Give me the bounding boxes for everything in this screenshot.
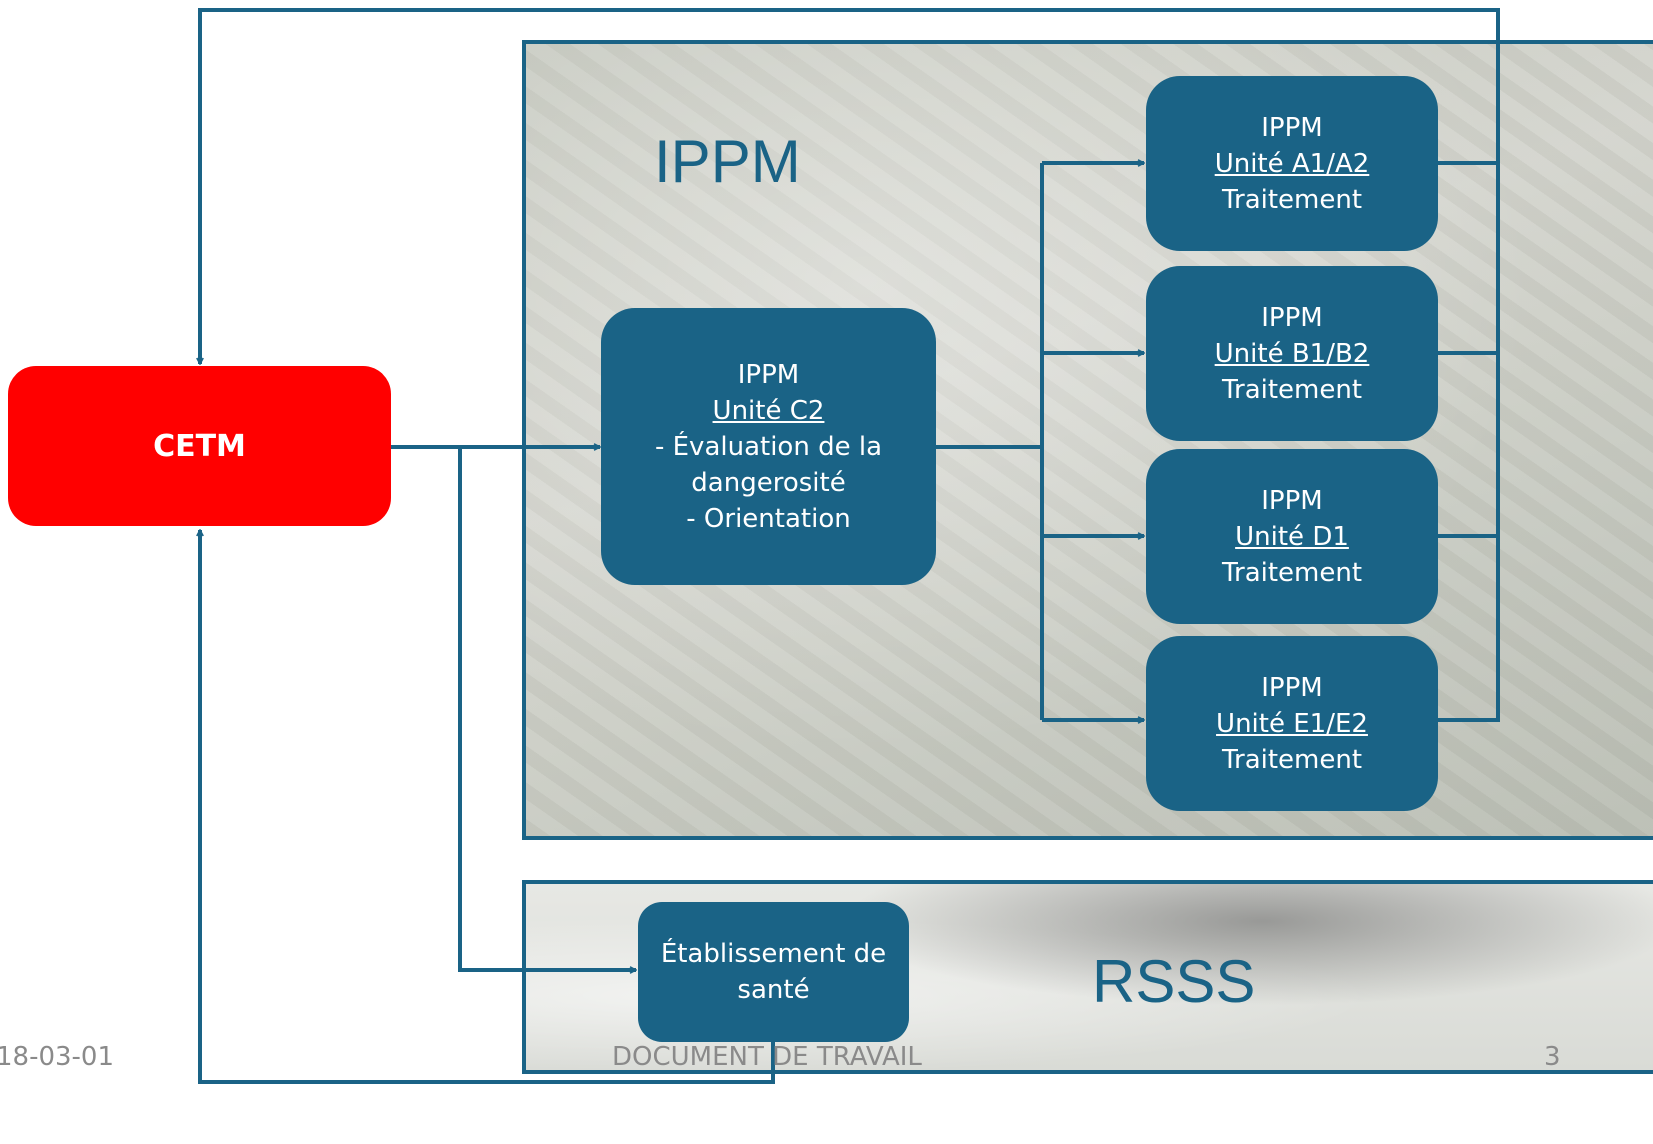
unit-org: IPPM xyxy=(1261,302,1323,333)
unit-role: Traitement xyxy=(1221,374,1363,405)
etablissement-box: Établissement de santé xyxy=(638,902,909,1042)
unit-role: Traitement xyxy=(1221,184,1363,215)
unit-name: Unité D1 xyxy=(1235,521,1349,552)
unit-c2-org: IPPM xyxy=(737,359,800,390)
footer-document-label: DOCUMENT DE TRAVAIL xyxy=(612,1042,922,1072)
unit-name: Unité B1/B2 xyxy=(1214,338,1370,369)
etablissement-line-2: santé xyxy=(737,975,810,1005)
unit-org: IPPM xyxy=(1261,112,1323,143)
unit-a1a2-box: IPPM Unité A1/A2 Traitement xyxy=(1146,76,1438,251)
unit-org: IPPM xyxy=(1261,672,1323,703)
unit-role: Traitement xyxy=(1221,557,1363,588)
unit-c2-role-2: - Orientation xyxy=(686,503,851,534)
footer-date: 18-03-01 xyxy=(0,1042,115,1072)
unit-e1e2-box: IPPM Unité E1/E2 Traitement xyxy=(1146,636,1438,811)
unit-c2-role-1b: dangerosité xyxy=(691,467,846,498)
cetm-box: CETM xyxy=(8,366,391,526)
etablissement-line-1: Établissement de xyxy=(660,939,887,969)
footer-page-number: 3 xyxy=(1544,1042,1561,1072)
unit-b1b2-box: IPPM Unité B1/B2 Traitement xyxy=(1146,266,1438,441)
unit-org: IPPM xyxy=(1261,485,1323,516)
unit-c2-box: IPPM Unité C2 - Évaluation de la dangero… xyxy=(601,308,936,585)
rsss-panel-title: RSSS xyxy=(1092,948,1256,1015)
unit-c2-name: Unité C2 xyxy=(712,395,825,426)
ippm-panel-title: IPPM xyxy=(654,128,801,195)
unit-name: Unité E1/E2 xyxy=(1216,708,1368,739)
rsss-panel: RSSS xyxy=(522,880,1653,1074)
unit-name: Unité A1/A2 xyxy=(1214,148,1370,179)
unit-c2-role-1: - Évaluation de la xyxy=(654,431,883,462)
unit-role: Traitement xyxy=(1221,744,1363,775)
unit-d1-box: IPPM Unité D1 Traitement xyxy=(1146,449,1438,624)
